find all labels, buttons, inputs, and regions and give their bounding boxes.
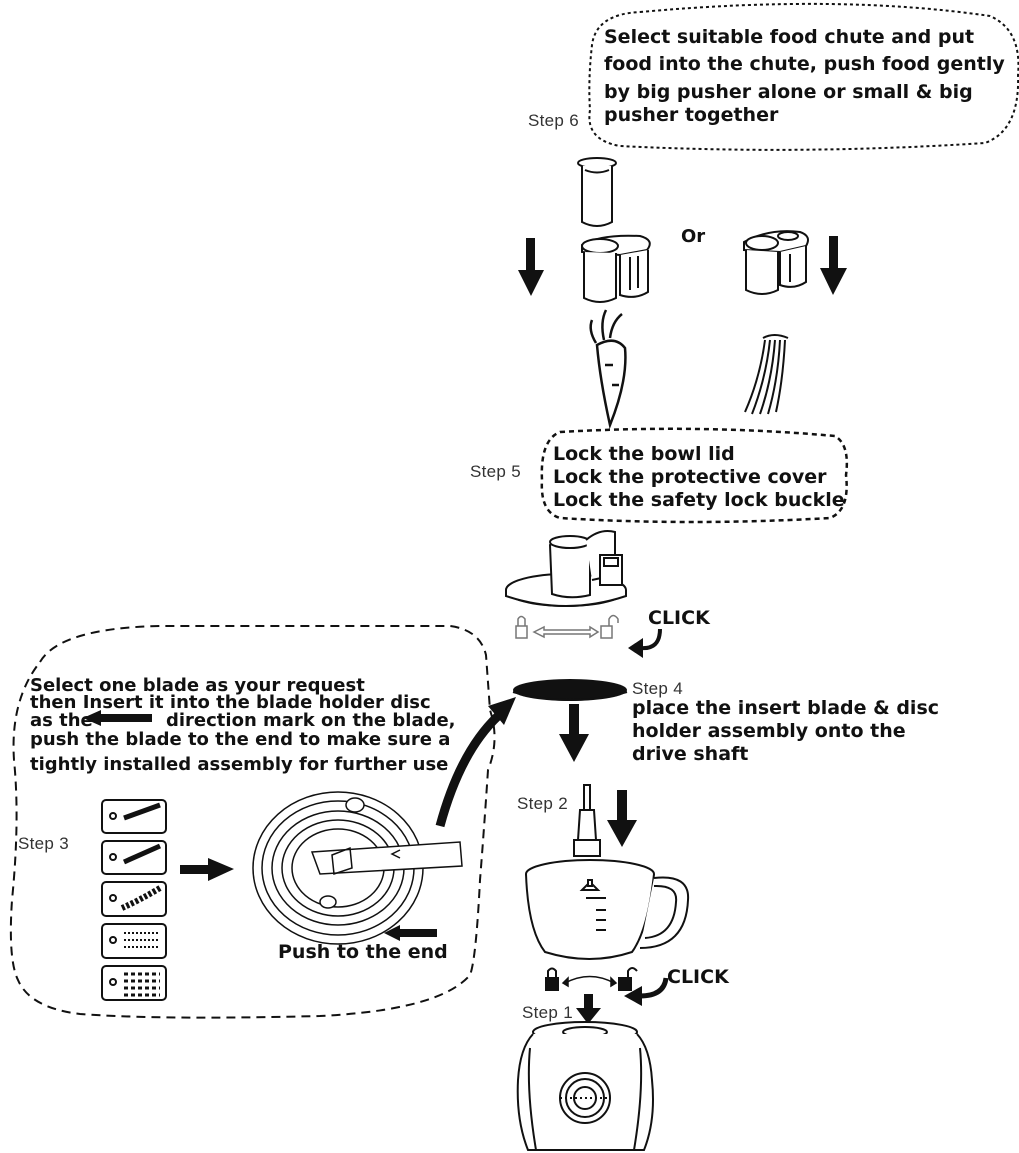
step5-callout-bubble	[540, 427, 849, 524]
curved-arrow-icon	[628, 628, 662, 658]
step4-line-1: place the insert blade & disc	[632, 697, 940, 719]
lock-icon	[545, 967, 559, 991]
step4-line-2: holder assembly onto the	[632, 720, 906, 742]
step6-instructions: Select suitable food chute and put food …	[604, 26, 1014, 127]
push-to-end-text: Push to the end	[278, 941, 448, 963]
step5-line-3: Lock the safety lock buckle	[553, 489, 845, 511]
step4-label: Step 4	[632, 679, 683, 698]
step3-callout-region	[9, 625, 496, 1019]
step6-line-3: by big pusher alone or small & big	[604, 81, 973, 103]
step4-line-3: drive shaft	[632, 743, 749, 765]
step2-label: Step 2	[517, 794, 568, 813]
step5-instructions: Lock the bowl lid Lock the protective co…	[553, 443, 853, 512]
curved-arrow-icon	[624, 977, 669, 1006]
step3-line-3b: direction mark on the blade,	[166, 710, 456, 731]
step6-callout-bubble	[588, 2, 1019, 151]
curved-arrow-icon	[435, 697, 516, 828]
down-arrow-icon	[576, 994, 601, 1024]
left-arrow-icon	[83, 710, 152, 726]
step3-line-1: Select one blade as your request	[30, 675, 365, 696]
right-arrow-icon	[180, 858, 234, 881]
down-arrow-icon	[518, 238, 544, 296]
step3-line-3a: as the	[30, 710, 93, 731]
unlock-icon	[618, 967, 638, 991]
step5-click-text: CLICK	[648, 607, 710, 629]
bowl-lid-image	[505, 530, 627, 607]
step6-line-2: food into the chute, push food gently	[604, 53, 1005, 75]
motor-base-image	[516, 1021, 654, 1151]
step3-line-5: tightly installed assembly for further u…	[30, 754, 449, 775]
step3-label: Step 3	[18, 834, 69, 853]
or-text: Or	[681, 226, 706, 247]
left-arrow-icon	[384, 925, 437, 941]
blade-disc-image	[512, 679, 628, 701]
lock-icon	[515, 615, 528, 639]
down-arrow-icon	[559, 704, 589, 762]
down-arrow-icon	[820, 236, 847, 295]
double-arrow-icon	[532, 625, 600, 639]
step4-instructions: place the insert blade & disc holder ass…	[632, 697, 952, 766]
step3-line-2: then Insert it into the blade holder dis…	[30, 692, 431, 713]
step1-label: Step 1	[522, 1003, 573, 1022]
down-arrow-icon	[607, 790, 637, 847]
step3-line-4: push the blade to the end to make sure a	[30, 729, 451, 750]
step6-label: Step 6	[528, 111, 579, 130]
unlock-icon	[600, 614, 619, 639]
bowl-image	[525, 859, 690, 960]
step3-instructions: Select one blade as your request then In…	[30, 675, 490, 775]
carrot-icon	[589, 309, 627, 430]
drive-shaft-image	[573, 784, 601, 857]
step5-label: Step 5	[470, 462, 521, 481]
big-pusher-small-pusher-image	[743, 230, 809, 295]
step6-line-4: pusher together	[604, 104, 779, 126]
step2-click-text: CLICK	[667, 966, 729, 988]
fries-icon	[744, 334, 789, 415]
blade-holder-disc-image	[252, 791, 463, 945]
small-pusher-image	[577, 157, 617, 227]
step5-line-1: Lock the bowl lid	[553, 443, 735, 465]
step3-line-3: as the direction mark on the blade,	[30, 710, 490, 731]
blade-options-list	[101, 799, 167, 1001]
step5-line-2: Lock the protective cover	[553, 466, 827, 488]
step6-line-1: Select suitable food chute and put	[604, 26, 975, 48]
double-arrow-icon	[561, 975, 618, 988]
big-pusher-image	[581, 234, 651, 303]
